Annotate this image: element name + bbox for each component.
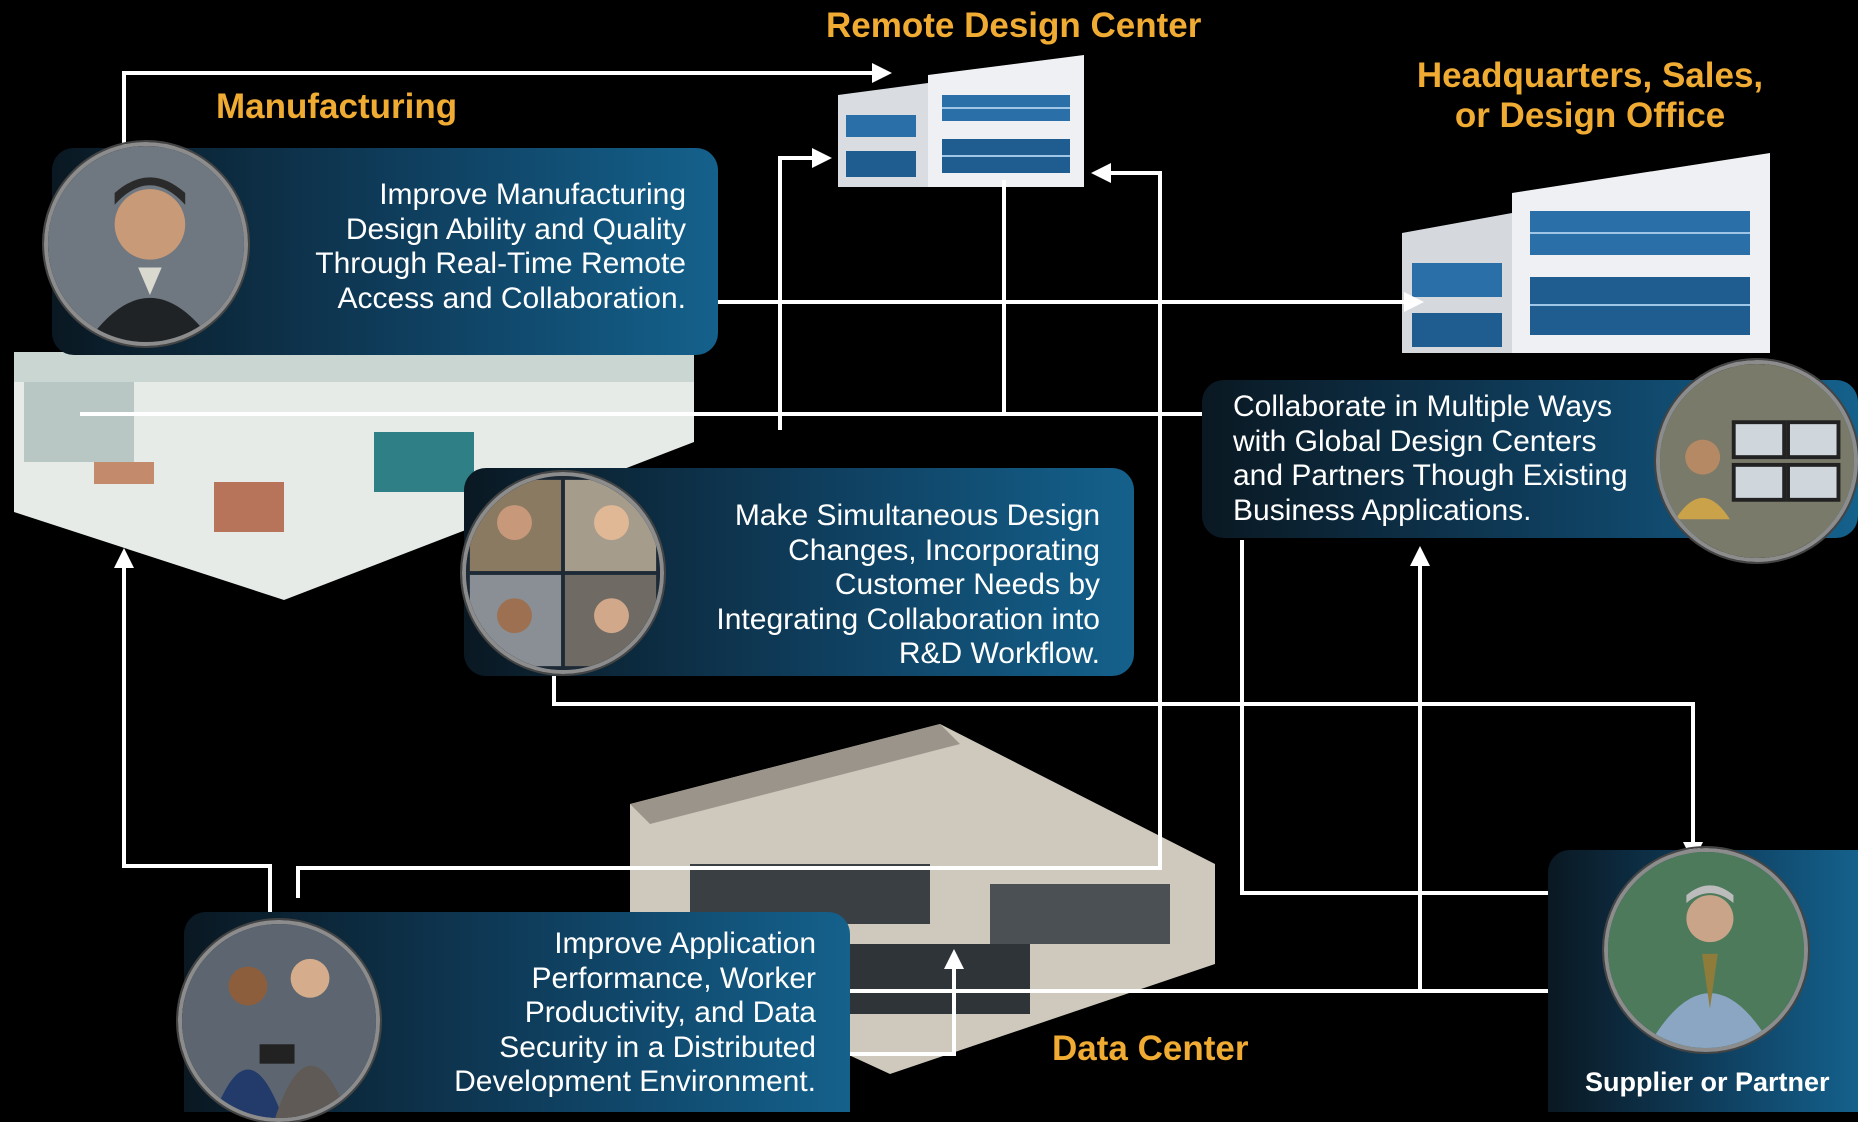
collaborate-photo [1656,360,1858,562]
connector-application-to-datacenter [850,949,964,1056]
video-conference-photo [462,472,664,674]
simultaneous-line-4: Integrating Collaboration into [716,602,1100,636]
application-line-5: Development Environment. [454,1065,816,1098]
connector-collaborate-to-supplier [1240,540,1560,895]
application-line-2: Performance, Worker [531,961,816,995]
data-center-heading: Data Center [1052,1029,1249,1068]
collaborate-line-4: Business Applications. [1233,493,1532,527]
workers-tablet-icon [182,924,376,1118]
collaborate-line-3: and Partners Though Existing [1233,459,1628,492]
man-portrait-icon [48,146,244,342]
connector-application-to-manufacturing [114,548,272,912]
supplier-portrait-icon [1608,852,1804,1048]
headquarters-heading-line-2: or Design Office [1454,96,1726,135]
simultaneous-line-2: Changes, Incorporating [788,533,1100,567]
supplier-photo [1604,848,1808,1052]
headquarters-heading: Headquarters, Sales, or Design Office [1395,56,1785,136]
remote-design-center-heading: Remote Design Center [826,6,1202,45]
collaborate-panel-text: Collaborate in Multiple Ways with Global… [1233,390,1673,528]
application-photo [178,920,380,1122]
connector-floor-to-remote [778,148,832,430]
simultaneous-line-5: R&D Workflow. [898,637,1100,670]
application-line-1: Improve Application [554,927,816,960]
connector-manufacturing-to-remote [122,63,892,148]
manufacturing-panel-text: Improve Manufacturing Design Ability and… [250,178,686,316]
collaborate-line-1: Collaborate in Multiple Ways [1233,390,1613,423]
headquarters-building [1402,153,1770,353]
manufacturing-line-1: Improve Manufacturing [379,178,686,211]
headquarters-heading-line-1: Headquarters, Sales, [1416,56,1764,95]
connector-simultaneous-to-supplier [552,672,1703,862]
simultaneous-line-3: Customer Needs by [834,568,1100,601]
application-panel-text: Improve Application Performance, Worker … [380,927,816,1100]
engineers-monitors-icon [1660,364,1854,558]
manufacturing-photo [44,142,248,346]
supplier-or-partner-label: Supplier or Partner [1585,1067,1830,1097]
video-conference-grid-icon [466,476,660,670]
application-line-4: Security in a Distributed [499,1030,816,1064]
manufacturing-line-2: Design Ability and Quality [345,212,686,246]
simultaneous-design-panel-text: Make Simultaneous Design Changes, Incorp… [660,499,1100,672]
connector-datacenter-to-remote [296,163,1162,898]
simultaneous-line-1: Make Simultaneous Design [734,499,1100,532]
manufacturing-heading: Manufacturing [216,87,458,126]
collaborate-line-2: with Global Design Centers [1233,424,1597,458]
application-line-3: Productivity, and Data [524,996,816,1029]
manufacturing-line-4: Access and Collaboration. [337,281,686,315]
remote-design-center-building [838,55,1084,187]
manufacturing-line-3: Through Real-Time Remote [315,247,686,280]
